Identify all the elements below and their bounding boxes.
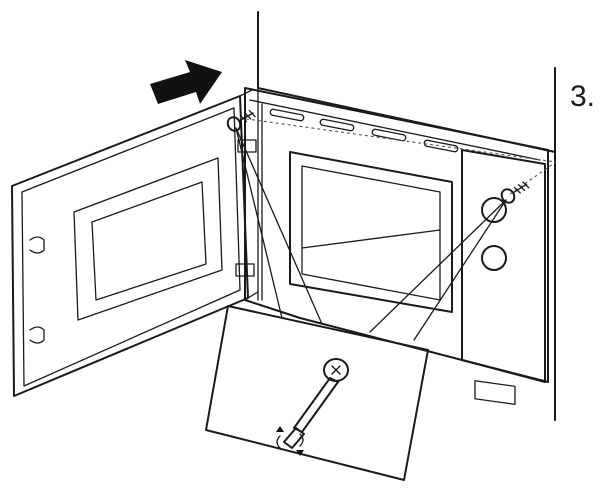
microwave-door: [11, 89, 259, 397]
detail-inset: [205, 305, 429, 481]
control-knob-bottom: [481, 245, 507, 271]
guide-lines: [239, 117, 557, 195]
screw-icon: [500, 181, 530, 204]
screw-icon: [226, 109, 256, 132]
control-display: [474, 380, 516, 406]
rotation-arrows-icon: [276, 426, 304, 456]
arrow-right-icon: [150, 60, 222, 104]
callout-beams: [235, 127, 507, 341]
microwave-cavity: [289, 151, 453, 313]
door-hinge-bottom-icon: [29, 326, 45, 344]
control-panel: [461, 149, 546, 406]
step-number-label: 3.: [570, 80, 596, 113]
control-knob-top: [481, 197, 507, 223]
door-hinge-top-icon: [29, 236, 45, 254]
vent-slots: [269, 108, 459, 153]
door-window: [91, 181, 207, 301]
screwdriver-icon: [283, 377, 339, 449]
